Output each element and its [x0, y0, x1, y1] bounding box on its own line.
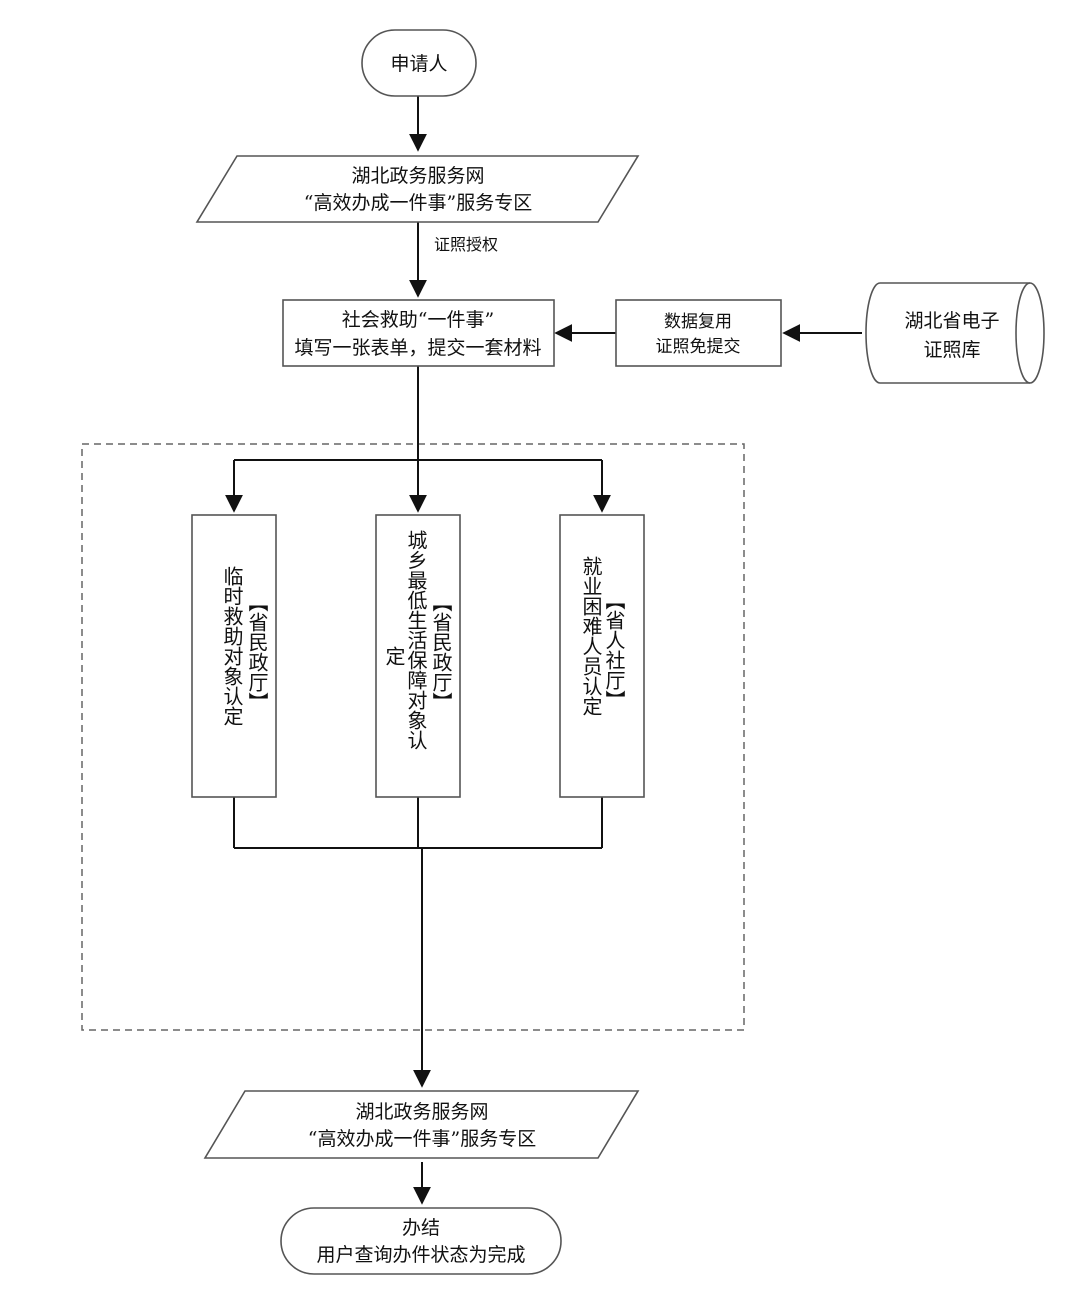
branch-left-label: 临时救助对象认定 — [220, 566, 244, 726]
portal-bottom-line-1: 湖北政务服务网 — [355, 1101, 488, 1123]
applicant-label: 申请人 — [390, 53, 447, 75]
node-portal-bottom: 湖北政务服务网 “高效办成一件事”服务专区 — [203, 1090, 640, 1159]
branch-left-dept: 【省民政厅】 — [245, 592, 269, 712]
license-db-line-2: 证照库 — [923, 339, 980, 361]
branch-right-box — [559, 514, 645, 798]
auth-label: 证照授权 — [434, 235, 498, 254]
social-aid-line-1: 社会救助“一件事” — [342, 309, 494, 331]
branch-middle-label-cont: 定 — [382, 646, 406, 666]
data-reuse-line-1: 数据复用 — [664, 312, 732, 332]
node-data-reuse: 数据复用 证照免提交 — [615, 299, 782, 367]
branch-left-box — [191, 514, 277, 798]
parallel-group-dashed-frame — [81, 443, 745, 1031]
data-reuse-line-2: 证照免提交 — [656, 337, 741, 357]
branch-right-label: 就业困难人员认定 — [579, 556, 603, 716]
branch-middle-box — [375, 514, 461, 798]
node-finish: 办结 用户查询办件状态为完成 — [280, 1207, 562, 1275]
branch-right-dept: 【省人社厅】 — [602, 590, 626, 710]
connectors — [225, 96, 862, 1205]
finish-line-1: 办结 — [402, 1217, 440, 1239]
node-license-db: 湖北省电子 证照库 — [865, 282, 1045, 384]
node-social-aid: 社会救助“一件事” 填写一张表单，提交一套材料 — [282, 299, 555, 367]
branch-middle-dept: 【省民政厅】 — [429, 592, 453, 712]
finish-line-2: 用户查询办件状态为完成 — [316, 1244, 525, 1266]
portal-top-line-2: “高效办成一件事”服务专区 — [304, 192, 532, 214]
portal-bottom-line-2: “高效办成一件事”服务专区 — [308, 1128, 536, 1150]
social-aid-line-2: 填写一张表单，提交一套材料 — [294, 337, 541, 359]
license-db-line-1: 湖北省电子 — [904, 310, 999, 332]
portal-top-line-1: 湖北政务服务网 — [351, 165, 484, 187]
branch-middle-label: 城乡最低生活保障对象认 — [404, 530, 428, 750]
node-portal-top: 湖北政务服务网 “高效办成一件事”服务专区 — [195, 155, 640, 223]
node-applicant: 申请人 — [361, 29, 477, 97]
